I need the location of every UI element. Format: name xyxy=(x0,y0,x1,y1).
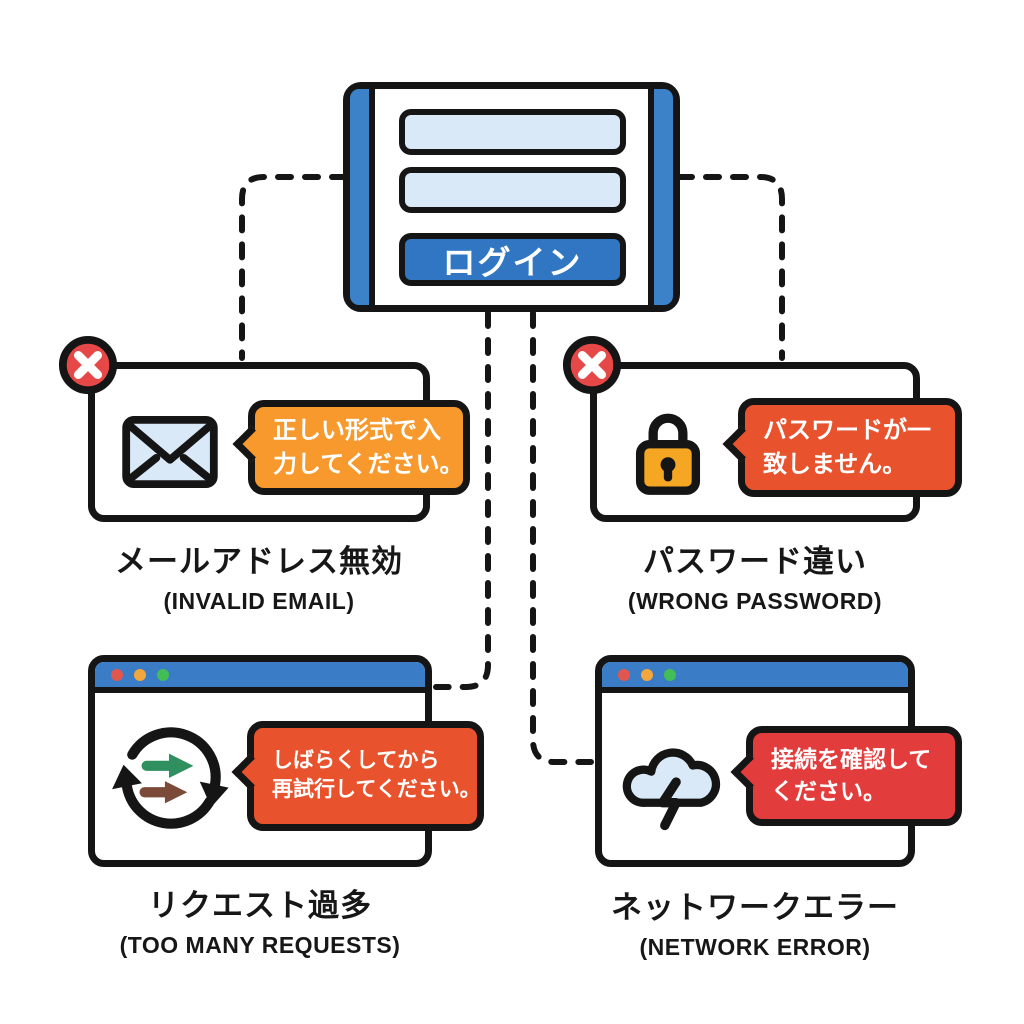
caption-en: (INVALID EMAIL) xyxy=(163,588,355,614)
window-dot-green xyxy=(664,668,676,681)
bubble-text-line1: パスワードが一 xyxy=(763,417,931,445)
error-bubble-too-many-requests: しばらくしてから 再試行してください。 xyxy=(231,721,484,831)
error-x-icon xyxy=(58,335,118,395)
caption-ja: パスワード違い xyxy=(643,544,867,579)
connector-too-many-requests xyxy=(433,310,491,690)
caption-en: (TOO MANY REQUESTS) xyxy=(119,932,401,958)
connector-invalid-email xyxy=(239,174,348,361)
card-right-accent-bar xyxy=(648,89,673,305)
refresh-cycle-icon xyxy=(112,727,229,829)
error-bubble-network-error: 接続を確認して ください。 xyxy=(730,726,962,826)
caption-network-error: ネットワークエラー (NETWORK ERROR) xyxy=(585,882,925,961)
connector-wrong-password xyxy=(676,174,785,361)
card-left-accent-bar xyxy=(350,89,375,305)
bubble-text-line2: ください。 xyxy=(771,778,886,804)
caption-ja: ネットワークエラー xyxy=(611,890,899,925)
envelope-icon xyxy=(122,415,218,489)
window-titlebar xyxy=(602,662,908,693)
caption-invalid-email: メールアドレス無効 (INVALID EMAIL) xyxy=(88,536,430,615)
window-dot-orange xyxy=(134,668,146,681)
caption-ja: リクエスト過多 xyxy=(148,888,372,923)
bubble-text-line2: 力してください。 xyxy=(273,450,464,478)
login-button[interactable]: ログイン xyxy=(399,233,626,286)
window-dot-orange xyxy=(641,668,653,681)
window-dot-red xyxy=(618,668,630,681)
lock-icon xyxy=(635,413,701,495)
error-bubble-invalid-email: 正しい形式で入 力してください。 xyxy=(232,400,470,495)
caption-en: (WRONG PASSWORD) xyxy=(627,588,883,614)
window-dot-red xyxy=(111,668,123,681)
window-titlebar xyxy=(95,662,425,693)
bubble-text-line2: 再試行してください。 xyxy=(272,778,481,801)
bubble-text-line1: 正しい形式で入 xyxy=(273,417,441,445)
cloud-lightning-icon xyxy=(622,748,721,831)
caption-too-many-requests: リクエスト過多 (TOO MANY REQUESTS) xyxy=(78,880,442,959)
connector-network-error xyxy=(530,310,594,765)
login-form-card: ログイン xyxy=(343,82,680,312)
bubble-text-line2: 致しません。 xyxy=(763,450,907,478)
bubble-text-line1: 接続を確認して xyxy=(771,746,932,773)
error-bubble-wrong-password: パスワードが一 致しません。 xyxy=(722,398,962,497)
caption-en: (NETWORK ERROR) xyxy=(639,934,871,960)
caption-ja: メールアドレス無効 xyxy=(115,544,403,579)
password-input[interactable] xyxy=(399,167,626,213)
bubble-text-line1: しばらくしてから xyxy=(272,749,440,773)
email-input[interactable] xyxy=(399,109,626,155)
error-x-icon xyxy=(562,335,622,395)
window-dot-green xyxy=(157,668,169,681)
caption-wrong-password: パスワード違い (WRONG PASSWORD) xyxy=(590,536,920,615)
